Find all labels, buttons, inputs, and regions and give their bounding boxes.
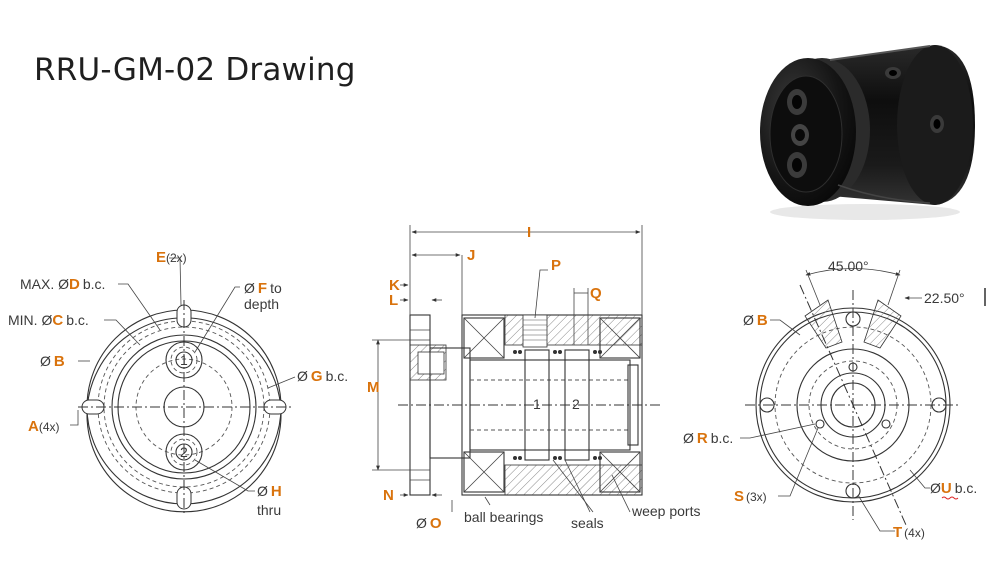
channel-1-label: 1 — [533, 396, 541, 412]
t-hole-label: T(4x) — [893, 524, 925, 541]
page-title: RRU-GM-02 Drawing — [34, 52, 356, 88]
f-port-depth-label: depth — [244, 296, 279, 312]
port-1-label: 1 — [180, 352, 188, 368]
i-dim-label: I — [527, 224, 531, 241]
port-2-label: 2 — [180, 444, 188, 460]
front-view-leaders — [70, 257, 296, 492]
ball-bearings-label: ball bearings — [464, 509, 543, 525]
section-dimensions — [372, 225, 643, 513]
a-slot-label: A(4x) — [28, 418, 60, 435]
front-view: 1 2 — [78, 300, 292, 515]
seals-label: seals — [571, 515, 604, 531]
rear-view-leaders — [740, 268, 930, 532]
spellcheck-underline — [941, 496, 959, 500]
angle-22-label: 22.50° — [924, 290, 965, 306]
h-hole-thru-label: thru — [257, 502, 281, 518]
angle-45-label: 45.00° — [828, 258, 869, 274]
s-hole-label: S(3x) — [734, 488, 767, 505]
e-slot-label: E(2x) — [156, 249, 187, 266]
product-image — [760, 45, 975, 220]
p-port-label: P — [551, 257, 561, 274]
n-dim-label: N — [383, 487, 394, 504]
weep-ports-label: weep ports — [631, 503, 700, 519]
k-dim-label: K — [389, 277, 400, 294]
m-dim-label: M — [367, 379, 380, 396]
section-view: 1 2 — [398, 314, 660, 496]
q-dim-label: Q — [590, 285, 602, 302]
channel-2-label: 2 — [572, 396, 580, 412]
rear-view — [745, 284, 960, 526]
l-dim-label: L — [389, 292, 398, 309]
j-dim-label: J — [467, 247, 475, 264]
